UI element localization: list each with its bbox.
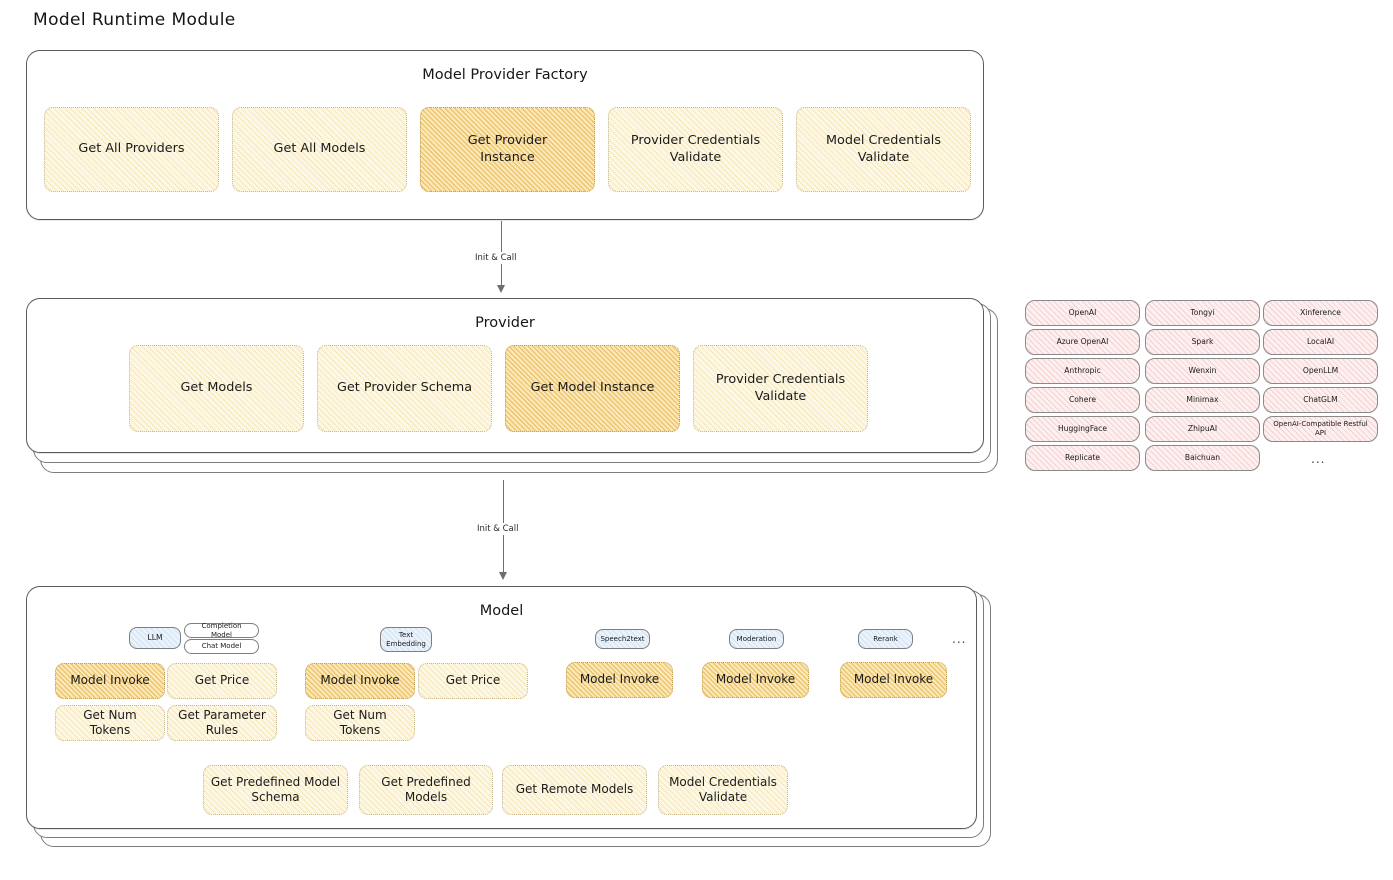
provider-chip-localai[interactable]: LocalAI — [1263, 329, 1378, 355]
llm-node-model-invoke[interactable]: Model Invoke — [55, 663, 165, 699]
provider-chip-anthropic[interactable]: Anthropic — [1025, 358, 1140, 384]
model-type-tag-chat-model[interactable]: Chat Model — [184, 639, 259, 654]
model-title: Model — [479, 603, 524, 619]
model-type-badge-moderation[interactable]: Moderation — [729, 629, 784, 649]
text-embedding-node-model-invoke[interactable]: Model Invoke — [305, 663, 415, 699]
provider-node-get-model-instance[interactable]: Get Model Instance — [505, 345, 680, 432]
provider-node-get-provider-schema[interactable]: Get Provider Schema — [317, 345, 492, 432]
model-provider-factory-title: Model Provider Factory — [422, 67, 588, 83]
model-type-badge-speech2text[interactable]: Speech2text — [595, 629, 650, 649]
provider-chip-cohere[interactable]: Cohere — [1025, 387, 1140, 413]
factory-node-get-all-models[interactable]: Get All Models — [232, 107, 407, 192]
connector-provider-to-model-arrow — [499, 572, 507, 580]
text-embedding-node-get-num-tokens[interactable]: Get Num Tokens — [305, 705, 415, 741]
model-shared-node-get-remote-models[interactable]: Get Remote Models — [502, 765, 647, 815]
provider-chip-minimax[interactable]: Minimax — [1145, 387, 1260, 413]
provider-node-provider-credentials-validate[interactable]: Provider Credentials Validate — [693, 345, 868, 432]
provider-chip-openai-compatible-restful-api[interactable]: OpenAI-Compatible Restful API — [1263, 416, 1378, 442]
model-types-more-indicator: ... — [952, 632, 967, 646]
provider-title: Provider — [475, 315, 535, 331]
llm-node-get-num-tokens[interactable]: Get Num Tokens — [55, 705, 165, 741]
llm-node-get-parameter-rules[interactable]: Get Parameter Rules — [167, 705, 277, 741]
connector-factory-to-provider-label: Init & Call — [471, 252, 521, 264]
moderation-node-model-invoke[interactable]: Model Invoke — [702, 662, 809, 698]
provider-list-more-indicator: ... — [1311, 452, 1326, 466]
factory-node-model-credentials-validate[interactable]: Model Credentials Validate — [796, 107, 971, 192]
model-shared-node-get-predefined-model-schema[interactable]: Get Predefined Model Schema — [203, 765, 348, 815]
page-title: Model Runtime Module — [33, 10, 236, 30]
model-type-tag-completion-model[interactable]: Completion Model — [184, 622, 259, 639]
provider-chip-wenxin[interactable]: Wenxin — [1145, 358, 1260, 384]
rerank-node-model-invoke[interactable]: Model Invoke — [840, 662, 947, 698]
factory-node-get-provider-instance[interactable]: Get Provider Instance — [420, 107, 595, 192]
provider-chip-openllm[interactable]: OpenLLM — [1263, 358, 1378, 384]
model-type-badge-rerank[interactable]: Rerank — [858, 629, 913, 649]
model-type-badge-text-embedding[interactable]: Text Embedding — [380, 627, 432, 652]
provider-chip-chatglm[interactable]: ChatGLM — [1263, 387, 1378, 413]
provider-chip-baichuan[interactable]: Baichuan — [1145, 445, 1260, 471]
provider-chip-openai[interactable]: OpenAI — [1025, 300, 1140, 326]
speech2text-node-model-invoke[interactable]: Model Invoke — [566, 662, 673, 698]
provider-chip-xinference[interactable]: Xinference — [1263, 300, 1378, 326]
provider-node-get-models[interactable]: Get Models — [129, 345, 304, 432]
provider-chip-replicate[interactable]: Replicate — [1025, 445, 1140, 471]
llm-node-get-price[interactable]: Get Price — [167, 663, 277, 699]
connector-factory-to-provider-arrow — [497, 285, 505, 293]
provider-chip-azure-openai[interactable]: Azure OpenAI — [1025, 329, 1140, 355]
factory-node-get-all-providers[interactable]: Get All Providers — [44, 107, 219, 192]
connector-provider-to-model-label: Init & Call — [473, 523, 523, 535]
provider-chip-huggingface[interactable]: HuggingFace — [1025, 416, 1140, 442]
provider-chip-zhipuai[interactable]: ZhipuAI — [1145, 416, 1260, 442]
provider-chip-spark[interactable]: Spark — [1145, 329, 1260, 355]
provider-chip-tongyi[interactable]: Tongyi — [1145, 300, 1260, 326]
model-type-badge-llm[interactable]: LLM — [129, 627, 181, 649]
text-embedding-node-get-price[interactable]: Get Price — [418, 663, 528, 699]
model-shared-node-get-predefined-models[interactable]: Get Predefined Models — [359, 765, 493, 815]
model-shared-node-model-credentials-validate[interactable]: Model Credentials Validate — [658, 765, 788, 815]
factory-node-provider-credentials-validate[interactable]: Provider Credentials Validate — [608, 107, 783, 192]
